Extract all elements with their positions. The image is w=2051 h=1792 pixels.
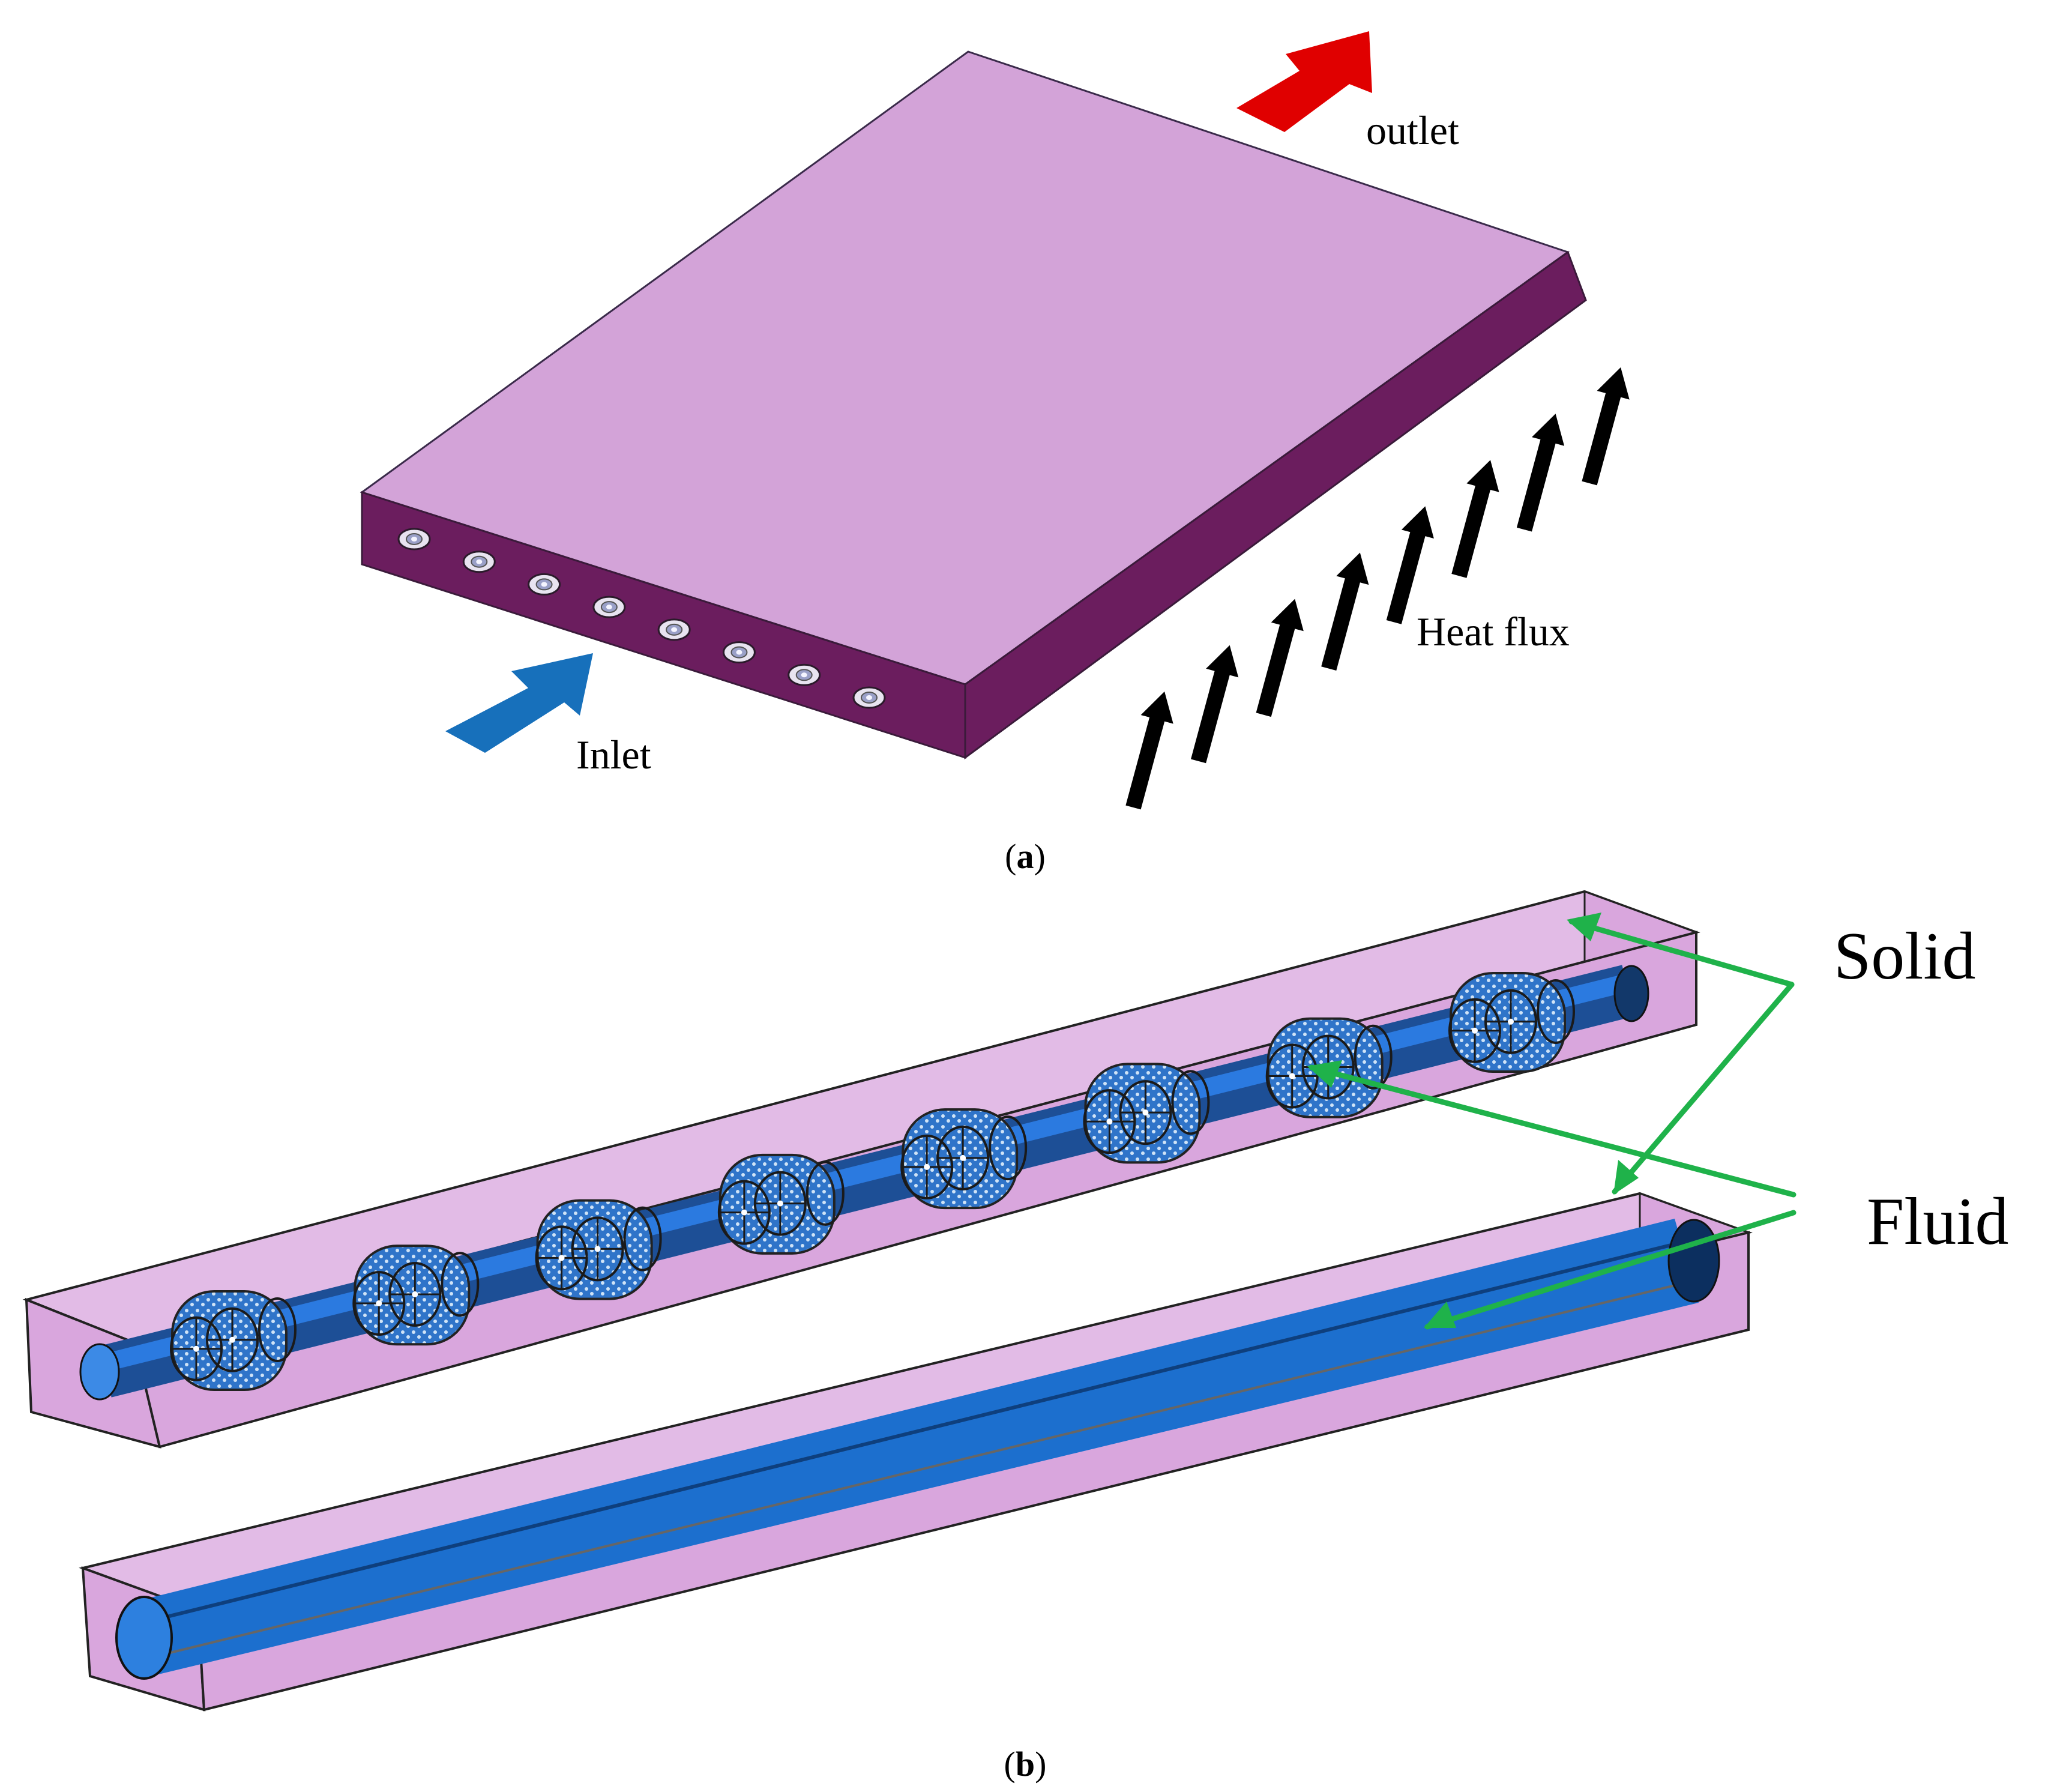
heat-flux-arrows (1125, 367, 1630, 810)
channel-hole (462, 551, 496, 573)
porous-insert (352, 1244, 480, 1346)
heat-flux-arrow (1256, 599, 1304, 717)
porous-inserts (170, 972, 1575, 1391)
heat-flux-arrow (1386, 506, 1434, 624)
channel-hole (592, 596, 626, 618)
heat-flux-arrow (1321, 552, 1369, 671)
porous-insert (900, 1108, 1028, 1210)
solid-pointer-upper (1568, 919, 1795, 988)
heat-flux-arrow (1516, 414, 1565, 532)
heat-flux-arrow (1125, 691, 1173, 810)
pointer-lines (1309, 919, 1797, 1330)
caption-a: (a) (1005, 837, 1046, 876)
plain-channel (79, 1192, 1753, 1712)
solid-label: Solid (1834, 919, 1976, 994)
porous-insert (1448, 972, 1575, 1073)
outlet-label: outlet (1366, 107, 1459, 153)
inlet-arrow (445, 653, 593, 753)
heat-flux-arrow (1582, 367, 1630, 486)
porous-insert (1083, 1063, 1210, 1164)
heat-flux-label: Heat flux (1417, 609, 1570, 654)
porous-insert (170, 1290, 297, 1391)
channel-hole (528, 573, 561, 596)
panel-a: outlet Inlet Heat flux (a) (360, 31, 1630, 876)
channel-hole (722, 641, 756, 664)
inlet-label: Inlet (576, 732, 651, 777)
heat-flux-arrow (1451, 460, 1499, 578)
channel-hole (657, 618, 691, 641)
channel-hole (397, 528, 431, 551)
insert-channel (22, 890, 1700, 1449)
porous-insert (535, 1199, 662, 1300)
panel-b: Solid Fluid (b) (22, 890, 2009, 1784)
channel-holes (397, 528, 886, 709)
outlet-arrow (1236, 31, 1372, 132)
porous-insert (717, 1153, 845, 1255)
fluid-label: Fluid (1867, 1184, 2009, 1259)
channel-hole (852, 686, 886, 709)
heat-flux-arrow (1191, 645, 1239, 764)
channel-hole (788, 663, 821, 686)
fluid-pointer-upper (1309, 1064, 1797, 1198)
caption-b: (b) (1004, 1745, 1047, 1784)
fluid-pointer-lower (1424, 1210, 1797, 1330)
plate-right-side (964, 250, 1587, 759)
